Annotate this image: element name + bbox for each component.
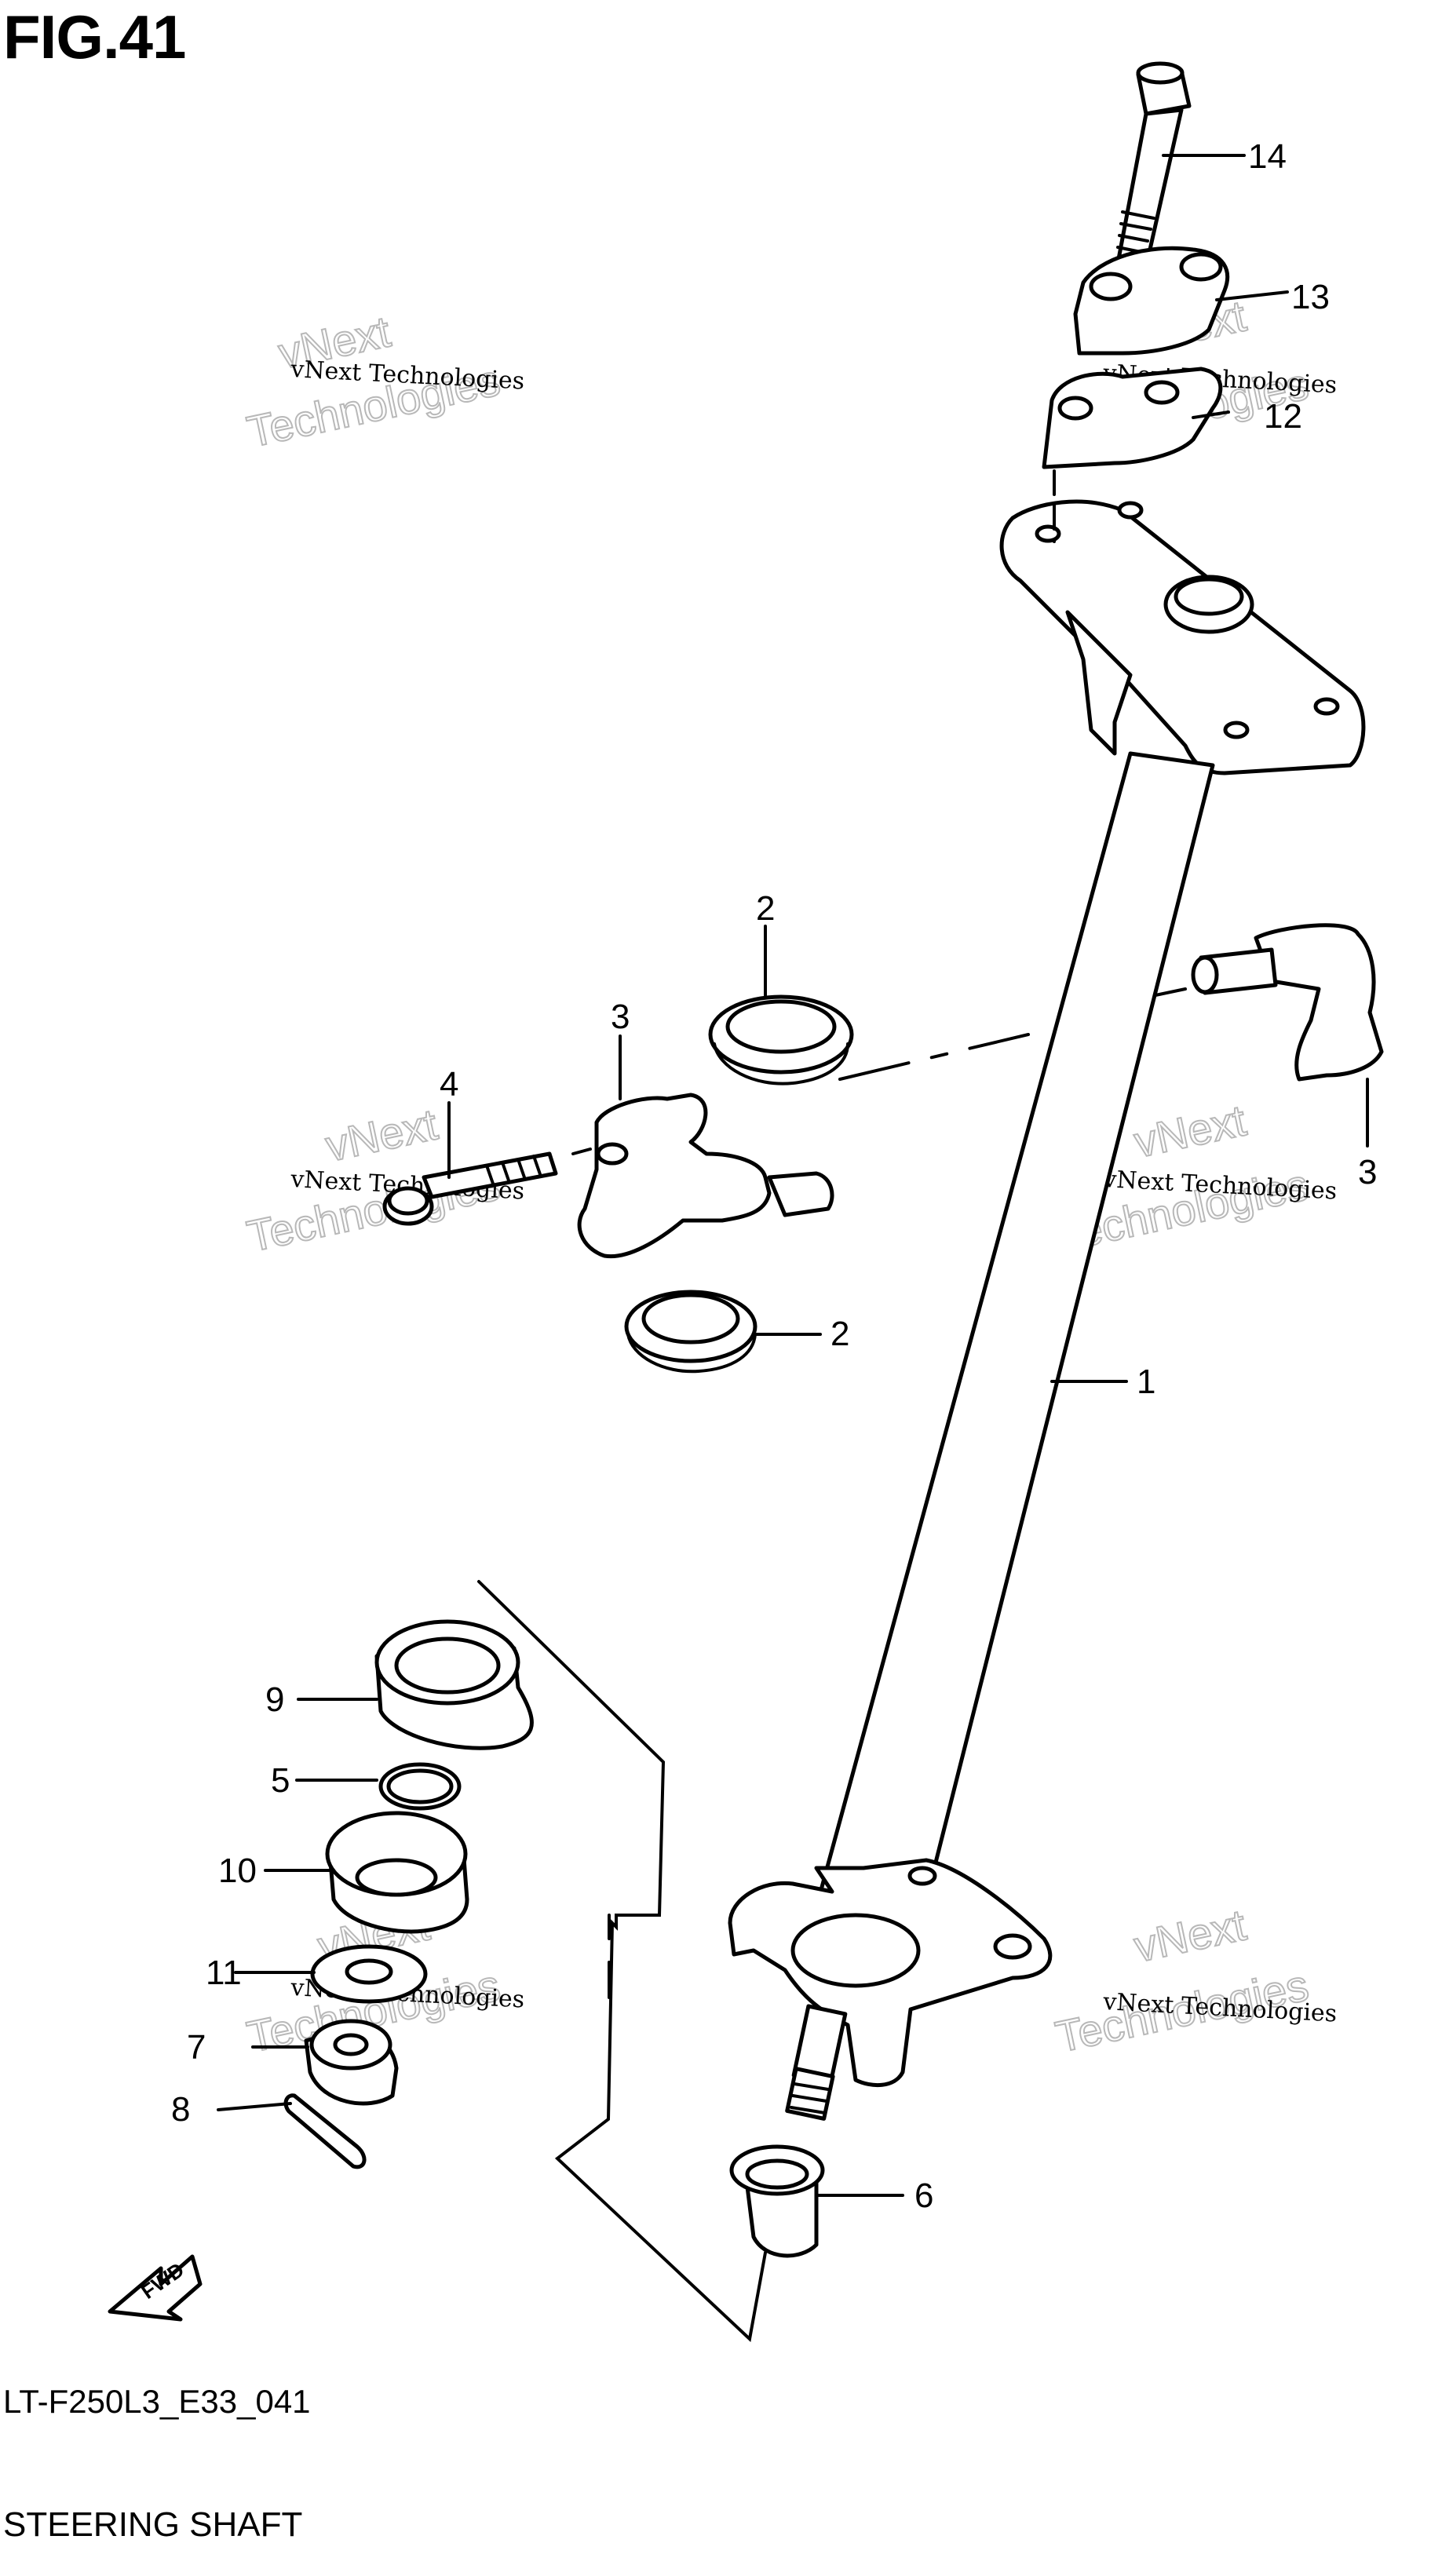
callout-2-bottom: 2 [830, 1315, 849, 1353]
washer-part-9 [310, 1944, 428, 2004]
callout-2-top: 2 [756, 889, 775, 928]
figure-title: FIG.41 [3, 2, 186, 71]
callout-7: 9 [265, 1680, 284, 1719]
callout-12: 12 [1264, 397, 1302, 436]
oil-seal-part-2-bottom [624, 1290, 757, 1374]
callout-14: 14 [1248, 137, 1287, 176]
callout-3-left: 3 [611, 998, 630, 1036]
callout-11: 8 [171, 2090, 190, 2129]
holder-part-13 [1073, 246, 1230, 356]
bolt-part-4 [382, 1151, 558, 1226]
callout-1: 1 [1137, 1363, 1155, 1401]
leader-lines [217, 154, 1369, 2197]
o-ring-part-5 [378, 1762, 462, 1811]
bearing-part-7 [374, 1619, 534, 1750]
cotter-pin-part-11 [283, 2093, 367, 2169]
bushing-part-6 [729, 2144, 825, 2258]
callout-4: 4 [440, 1065, 458, 1104]
callout-5: 5 [271, 1761, 290, 1800]
watermark-large-top: vNext [321, 1099, 442, 1170]
bolt-part-14 [1116, 61, 1192, 269]
holder-part-3-left [577, 1093, 834, 1259]
callout-10: 7 [187, 2028, 206, 2067]
forward-direction-icon: FWD [108, 2254, 203, 2322]
holder-part-3-right [1191, 923, 1384, 1082]
figure-name: STEERING SHAFT [3, 2505, 303, 2544]
callout-9: 11 [206, 1954, 242, 1992]
oil-seal-part-2-top [708, 994, 854, 1085]
figure-code: LT-F250L3_E33_041 [3, 2383, 311, 2420]
bearing-part-8 [325, 1811, 469, 1934]
watermark-1: vNext Technologies vNext Technologies [242, 305, 525, 457]
callout-8: 10 [218, 1852, 257, 1890]
callout-13: 13 [1291, 278, 1330, 316]
watermark-large-top: vNext [1130, 1899, 1250, 1971]
watermark-6: vNext Technologies vNext Technologies [1050, 1899, 1338, 2062]
callout-3-right: 3 [1358, 1153, 1377, 1191]
watermark-large-top: vNext [1130, 1095, 1250, 1166]
nut-part-10 [304, 2019, 399, 2106]
steering-shaft-part-1 [728, 499, 1366, 2121]
callout-6: 6 [914, 2176, 933, 2215]
holder-part-12 [1042, 367, 1223, 469]
